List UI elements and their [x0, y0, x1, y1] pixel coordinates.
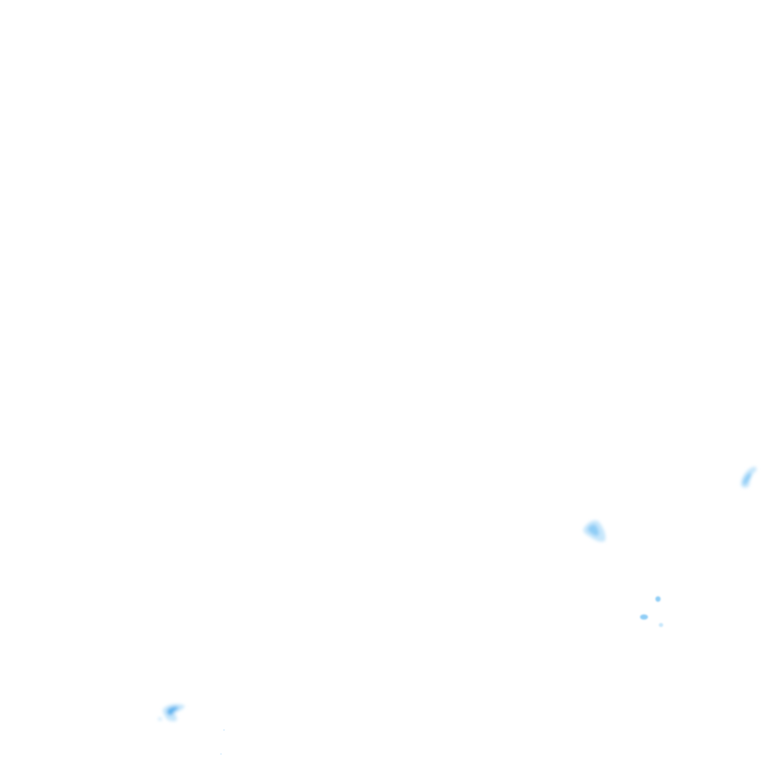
precip-speck [220, 729, 225, 755]
precip-echo-bottom-left [158, 703, 185, 722]
precip-echo-right-edge [741, 466, 757, 488]
precip-echo-small-c [658, 623, 664, 627]
precip-echo-small-a [655, 596, 661, 602]
precip-echo-center-right [583, 520, 606, 542]
precip-echo-small-b [640, 614, 648, 620]
